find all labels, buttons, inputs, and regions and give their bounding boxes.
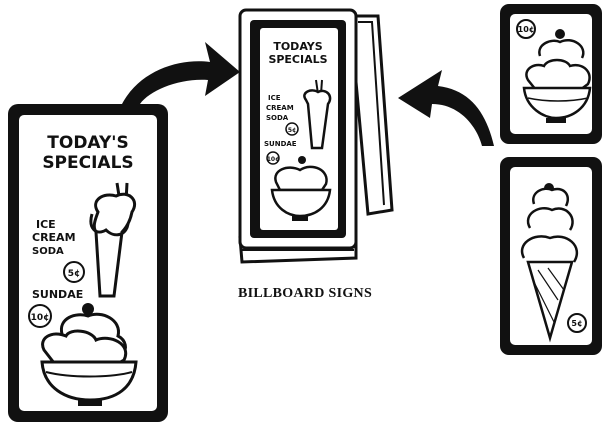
easel-soda-drawing xyxy=(303,79,332,150)
easel-sign-title-1: TODAYS xyxy=(273,40,322,53)
easel-sign-title-2: SPECIALS xyxy=(268,53,327,66)
easel-sundae-drawing xyxy=(270,156,332,221)
large-sign-price2-circle xyxy=(28,304,52,328)
easel-sign-item1-price: 5¢ xyxy=(288,127,296,134)
easel-sign-item1-line3: SODA xyxy=(266,114,289,122)
easel-sign: TODAYS SPECIALS ICE CREAM SODA 5¢ SUNDAE… xyxy=(238,8,394,264)
sundae-card-price: 10¢ xyxy=(518,25,535,34)
cone-card: 5¢ xyxy=(500,157,602,355)
large-sign-item1-line1: ICE xyxy=(36,218,56,231)
caption: BILLBOARD SIGNS xyxy=(238,286,373,301)
large-sign-item2-label: SUNDAE xyxy=(32,288,83,301)
large-sign-title-1: TODAY'S xyxy=(47,133,128,153)
large-sign-item1-line2: CREAM xyxy=(32,231,76,244)
large-sign-item1-price: 5¢ xyxy=(68,269,81,279)
soda-glass-drawing xyxy=(89,182,137,298)
large-sign-price1-circle xyxy=(63,261,85,283)
left-arrow xyxy=(122,42,240,104)
easel-sign-item1-line2: CREAM xyxy=(266,104,294,112)
large-sign-item1-line3: SODA xyxy=(32,246,64,257)
right-arrow xyxy=(398,70,494,146)
easel-sign-item1-line1: ICE xyxy=(268,94,281,102)
large-sign: TODAY'S SPECIALS ICE CREAM SODA 5¢ SUNDA… xyxy=(8,104,168,422)
easel-sign-item2-label: SUNDAE xyxy=(264,140,297,148)
easel-sign-item2-price: 10¢ xyxy=(267,156,280,163)
sundae-drawing xyxy=(40,303,138,406)
sundae-card: 10¢ xyxy=(500,4,602,144)
large-sign-title-2: SPECIALS xyxy=(42,153,133,173)
cone-card-price: 5¢ xyxy=(571,319,582,328)
large-sign-item2-price: 10¢ xyxy=(31,313,50,323)
